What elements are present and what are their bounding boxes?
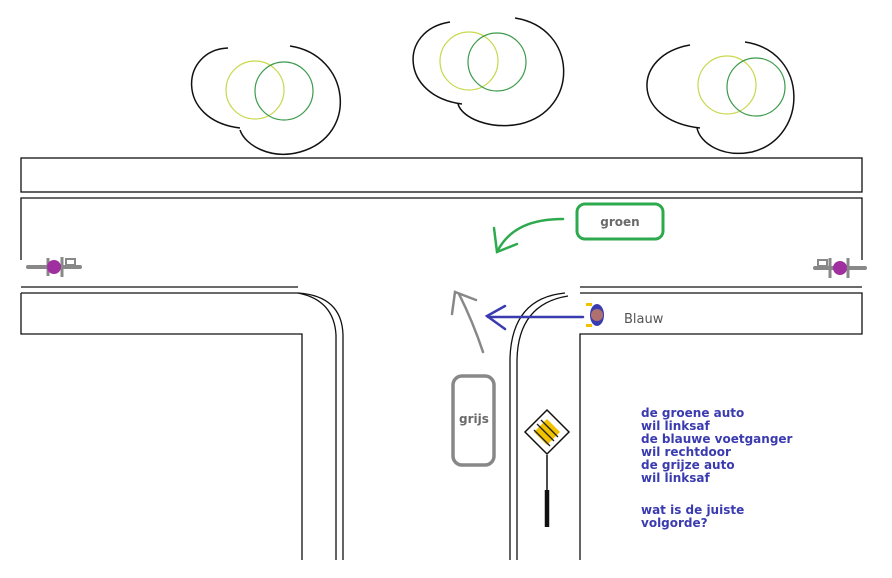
question-prompt-line: wat is de juiste bbox=[641, 503, 745, 517]
grey-car-label: grijs bbox=[459, 412, 489, 426]
tree-icon bbox=[190, 45, 342, 155]
main-road bbox=[20, 197, 863, 288]
question-line: de groene auto bbox=[641, 406, 745, 420]
bottom-right-sidewalk bbox=[509, 292, 863, 560]
tree-icon bbox=[646, 41, 795, 155]
green-car: groen bbox=[575, 202, 665, 241]
bottom-left-sidewalk bbox=[20, 292, 344, 560]
tree-icon bbox=[412, 17, 565, 127]
priority-road-sign-icon bbox=[523, 408, 571, 527]
pedestrian-icon bbox=[586, 303, 604, 327]
cyclist-icon bbox=[26, 257, 82, 277]
green-car-path-arrow bbox=[492, 217, 565, 254]
question-line: de blauwe voetganger bbox=[641, 432, 793, 446]
top-sidewalk bbox=[20, 157, 863, 193]
question-line: wil rechtdoor bbox=[641, 445, 731, 459]
cyclist-icon bbox=[813, 258, 867, 278]
question-prompt-line: volgorde? bbox=[641, 516, 708, 530]
question-line: wil linksaf bbox=[641, 419, 710, 433]
question-line: de grijze auto bbox=[641, 458, 735, 472]
grey-car-path-arrow bbox=[450, 290, 485, 354]
question-text: de groene auto wil linksaf de blauwe voe… bbox=[641, 407, 792, 530]
grey-car: grijs bbox=[451, 374, 496, 467]
pedestrian-arrow bbox=[484, 304, 585, 331]
green-car-label: groen bbox=[600, 215, 639, 229]
question-line: wil linksaf bbox=[641, 471, 710, 485]
pedestrian-label: Blauw bbox=[624, 312, 664, 327]
